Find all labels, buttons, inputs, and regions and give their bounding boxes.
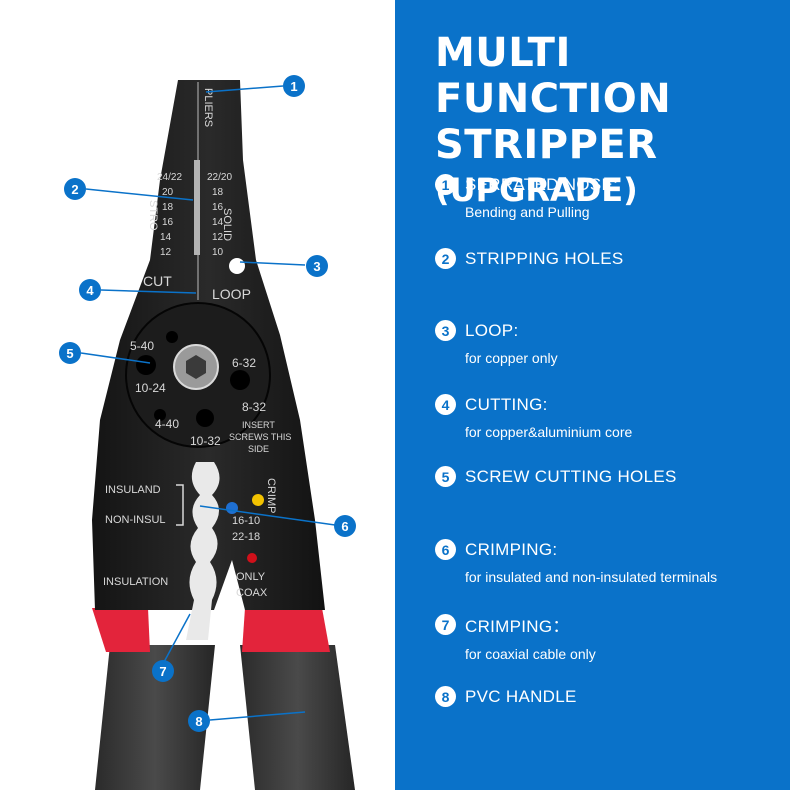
- feature-number-badge: 1: [435, 174, 456, 195]
- feature-name: LOOP:: [465, 320, 519, 340]
- feature-item: 8 PVC HANDLE: [435, 686, 780, 707]
- stro-label: STRO: [147, 200, 159, 231]
- callout-number: 7: [159, 664, 166, 679]
- left-gauge: 18: [162, 202, 174, 213]
- page-title: MULTI FUNCTION STRIPPER (UPGRADE): [435, 30, 780, 210]
- right-handle: [240, 645, 355, 790]
- left-gauge: 16: [162, 217, 174, 228]
- callout-badge-6: [334, 515, 356, 537]
- feature-number-badge: 2: [435, 248, 456, 269]
- callout-badge-7: [152, 660, 174, 682]
- right-gauge: 10: [212, 247, 224, 258]
- insulation-label: INSULATION: [103, 576, 168, 588]
- title-line-1: MULTI FUNCTION: [435, 30, 672, 122]
- feature-name: SCREW CUTTING HOLES: [465, 466, 677, 486]
- wire-stripper-illustration: PLIERS STRO SOLID 24/22 20 18 16 14 12 2…: [59, 75, 356, 790]
- feature-item: 4 CUTTING: for copper&aluminium core: [435, 394, 780, 440]
- title-line-2: STRIPPER: [435, 122, 658, 168]
- solid-label: SOLID: [221, 208, 233, 241]
- feature-panel: MULTI FUNCTION STRIPPER (UPGRADE) 1 SERRA…: [395, 0, 790, 790]
- blue-dot: [226, 502, 238, 514]
- right-grip: [242, 608, 330, 652]
- feature-item: 5 SCREW CUTTING HOLES: [435, 466, 780, 487]
- screw-4-40: 4-40: [155, 417, 179, 431]
- feature-number-badge: 3: [435, 320, 456, 341]
- callout-number: 3: [313, 259, 320, 274]
- screw-10-32: 10-32: [190, 434, 221, 448]
- callout-badge-8: [188, 710, 210, 732]
- gauge-16-10: 16-10: [232, 515, 260, 527]
- callout-number: 2: [71, 182, 78, 197]
- feature-item: 2 STRIPPING HOLES: [435, 248, 780, 269]
- callout-number: 4: [86, 283, 94, 298]
- feature-number-badge: 4: [435, 394, 456, 415]
- loop-hole: [229, 258, 245, 274]
- insert-line: SIDE: [248, 444, 269, 454]
- feature-description: for insulated and non-insulated terminal…: [465, 569, 718, 585]
- crimp-label: CRIMP: [265, 478, 277, 513]
- cut-label: CUT: [143, 273, 172, 289]
- callout-number: 6: [341, 519, 348, 534]
- feature-name: STRIPPING HOLES: [465, 248, 624, 268]
- tool-illustration-panel: PLIERS STRO SOLID 24/22 20 18 16 14 12 2…: [0, 0, 395, 790]
- feature-number-badge: 6: [435, 539, 456, 560]
- left-gauge: 14: [160, 232, 172, 243]
- feature-name: CRIMPING：: [465, 617, 570, 636]
- callout-number: 1: [290, 79, 297, 94]
- red-dot: [247, 553, 257, 563]
- feature-number-badge: 7: [435, 614, 456, 635]
- feature-description: Bending and Pulling: [465, 204, 590, 220]
- feature-name: CRIMPING:: [465, 539, 558, 559]
- feature-name: SERRATED NOSE:: [465, 174, 619, 194]
- feature-item: 3 LOOP: for copper only: [435, 320, 780, 366]
- feature-item: 7 CRIMPING： for coaxial cable only: [435, 612, 780, 662]
- pliers-label: PLIERS: [202, 88, 214, 127]
- right-gauge: 12: [212, 232, 224, 243]
- feature-description: for coaxial cable only: [465, 646, 596, 662]
- left-grip: [92, 608, 150, 652]
- title-line-3: (UPGRADE): [435, 171, 638, 209]
- callout-badge-5: [59, 342, 81, 364]
- screw-5-40: 5-40: [130, 339, 154, 353]
- feature-name: PVC HANDLE: [465, 686, 577, 706]
- yellow-dot: [252, 494, 264, 506]
- callout-badge-2: [64, 178, 86, 200]
- gauge-22-18: 22-18: [232, 531, 260, 543]
- right-gauge: 16: [212, 202, 224, 213]
- right-gauge: 18: [212, 187, 224, 198]
- only-label: ONLY: [236, 571, 266, 583]
- feature-item: 1 SERRATED NOSE: Bending and Pulling: [435, 174, 780, 220]
- feature-description: for copper only: [465, 350, 558, 366]
- insuland-label: INSULAND: [105, 484, 161, 496]
- feature-name: CUTTING:: [465, 394, 548, 414]
- crimp-slot: [186, 462, 220, 640]
- left-gauge: 20: [162, 187, 174, 198]
- callout-badge-4: [79, 279, 101, 301]
- feature-number-badge: 8: [435, 686, 456, 707]
- feature-item: 6 CRIMPING: for insulated and non-insulat…: [435, 539, 780, 585]
- screw-10-24: 10-24: [135, 381, 166, 395]
- right-gauge: 22/20: [207, 172, 232, 183]
- screw-8-32: 8-32: [242, 400, 266, 414]
- right-gauge: 14: [212, 217, 224, 228]
- insert-line: SCREWS THIS: [229, 432, 291, 442]
- coax-label: COAX: [236, 587, 268, 599]
- callout-badge-3: [306, 255, 328, 277]
- callout-badge-1: [283, 75, 305, 97]
- left-handle: [95, 645, 215, 790]
- callout-number: 5: [66, 346, 73, 361]
- callout-number: 8: [195, 714, 202, 729]
- noninsul-label: NON-INSUL: [105, 514, 166, 526]
- loop-label: LOOP: [212, 286, 251, 302]
- left-gauge: 24/22: [157, 172, 182, 183]
- feature-number-badge: 5: [435, 466, 456, 487]
- insert-line: INSERT: [242, 420, 275, 430]
- left-gauge: 12: [160, 247, 172, 258]
- feature-description: for copper&aluminium core: [465, 424, 633, 440]
- screw-6-32: 6-32: [232, 356, 256, 370]
